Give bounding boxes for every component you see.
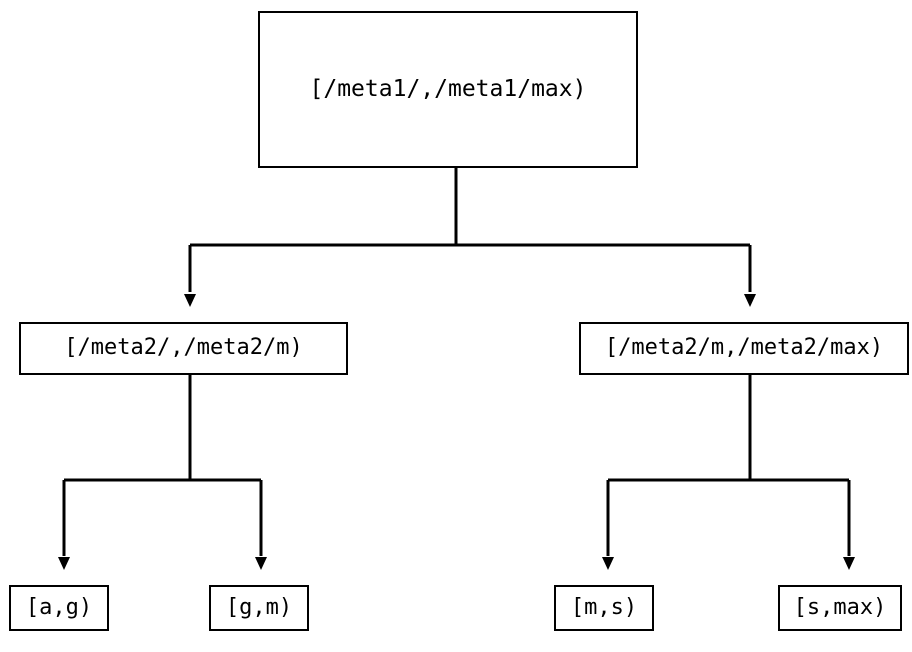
- node-leaf-m-s[interactable]: [m,s): [554, 585, 654, 631]
- node-leaf-g-m[interactable]: [g,m): [209, 585, 309, 631]
- node-leaf-s-max-label: [s,max): [793, 594, 887, 620]
- arrowhead-to-leaf-a-g: [58, 557, 70, 570]
- node-leaf-a-g[interactable]: [a,g): [9, 585, 109, 631]
- node-leaf-a-g-label: [a,g): [25, 594, 93, 620]
- arrowhead-to-leaf-g-m: [255, 557, 267, 570]
- arrowhead-to-leaf-s-max: [843, 557, 855, 570]
- edge-mid-left-to-leaves: [58, 375, 267, 570]
- arrowhead-to-leaf-m-s: [602, 557, 614, 570]
- node-leaf-m-s-label: [m,s): [570, 594, 638, 620]
- node-mid-left[interactable]: [/meta2/,/meta2/m): [19, 322, 348, 375]
- node-mid-right[interactable]: [/meta2/m,/meta2/max): [579, 322, 909, 375]
- node-leaf-s-max[interactable]: [s,max): [778, 585, 902, 631]
- edge-mid-right-to-leaves: [602, 375, 855, 570]
- arrowhead-to-mid-left: [184, 294, 196, 307]
- edge-root-to-children: [184, 168, 756, 307]
- node-root-label: [/meta1/,/meta1/max): [309, 75, 587, 102]
- node-leaf-g-m-label: [g,m): [225, 594, 293, 620]
- node-root[interactable]: [/meta1/,/meta1/max): [258, 11, 638, 168]
- arrowhead-to-mid-right: [744, 294, 756, 307]
- node-mid-right-label: [/meta2/m,/meta2/max): [604, 335, 884, 361]
- node-mid-left-label: [/meta2/,/meta2/m): [64, 335, 303, 361]
